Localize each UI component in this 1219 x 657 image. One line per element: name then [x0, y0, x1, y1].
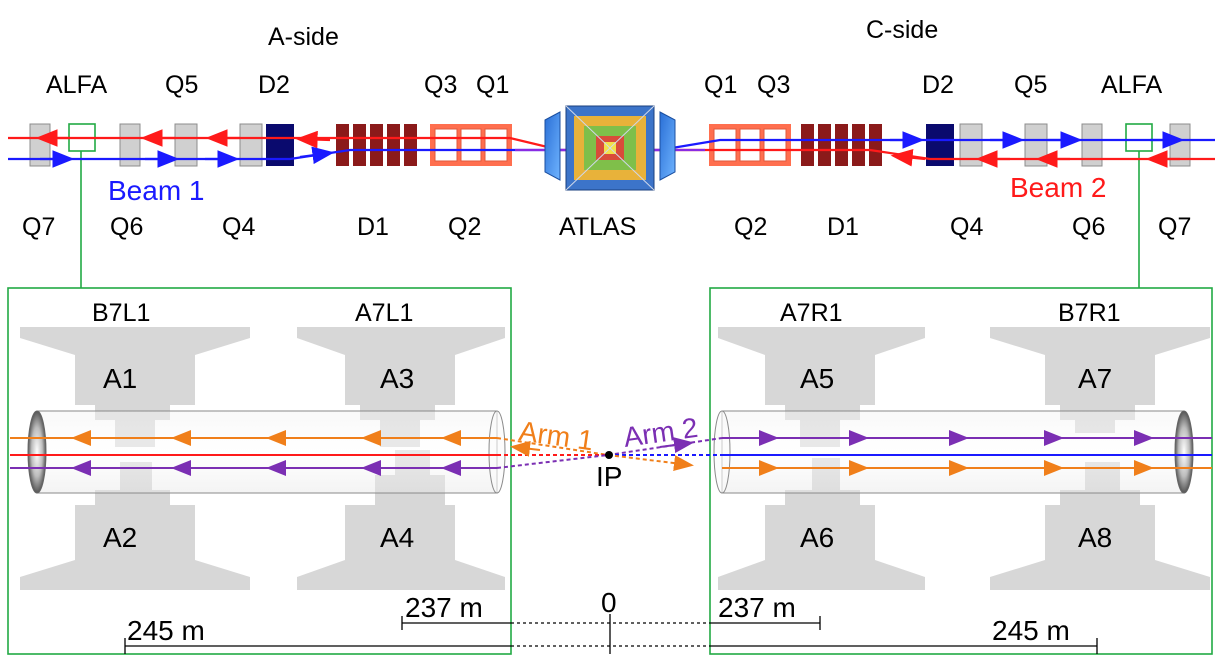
pot-a5-label: A5 — [800, 363, 834, 394]
pot-a2-label: A2 — [103, 522, 137, 553]
label-q3-left: Q3 — [424, 71, 457, 99]
distance-right-outer: 245 m — [992, 615, 1070, 646]
c-side-title: C-side — [866, 16, 938, 44]
label-q4-left: Q4 — [222, 213, 255, 241]
label-q4-right: Q4 — [950, 213, 983, 241]
arm1-label: Arm 1 — [517, 415, 595, 456]
pot-a1-label: A1 — [103, 363, 137, 394]
magnet-q5-left — [174, 123, 198, 167]
label-d2-left: D2 — [258, 71, 290, 99]
detail-box-right — [709, 287, 1213, 655]
label-q2-right: Q2 — [734, 213, 767, 241]
label-alfa-left: ALFA — [46, 71, 107, 99]
arm2-label: Arm 2 — [622, 412, 700, 453]
beam2-label: Beam 2 — [1010, 172, 1107, 203]
distance-left-inner: 237 m — [405, 592, 483, 623]
magnet-d1-right — [801, 124, 882, 166]
label-atlas: ATLAS — [559, 213, 636, 241]
station-b7r1: B7R1 — [1058, 299, 1121, 327]
ip-label: IP — [596, 461, 622, 492]
roman-pots-left — [20, 327, 505, 590]
magnet-triplet-right — [709, 124, 791, 166]
label-q1-left: Q1 — [476, 71, 509, 99]
label-q3-right: Q3 — [757, 71, 790, 99]
magnet-triplet-left — [430, 124, 512, 166]
station-b7l1: B7L1 — [92, 299, 150, 327]
detail-trajectories — [10, 430, 1212, 476]
station-a7l1: A7L1 — [355, 299, 413, 327]
magnet-q6-left — [119, 123, 141, 167]
pot-a6-label: A6 — [800, 522, 834, 553]
label-alfa-right: ALFA — [1101, 71, 1162, 99]
distance-scale — [124, 614, 1098, 654]
a-side-title: A-side — [268, 23, 339, 51]
distance-right-inner: 237 m — [718, 592, 796, 623]
label-q6-left: Q6 — [110, 213, 143, 241]
label-d1-right: D1 — [827, 213, 859, 241]
pot-a4-label: A4 — [380, 522, 414, 553]
label-q2-left: Q2 — [448, 213, 481, 241]
beam-pipe-left — [27, 410, 506, 494]
label-d2-right: D2 — [922, 71, 954, 99]
label-q5-right: Q5 — [1014, 71, 1047, 99]
label-q7-right: Q7 — [1158, 213, 1191, 241]
station-a7r1: A7R1 — [780, 299, 843, 327]
distance-left-outer: 245 m — [127, 615, 205, 646]
label-q1-right: Q1 — [704, 71, 737, 99]
label-q6-right: Q6 — [1072, 213, 1105, 241]
magnet-q4-left — [239, 123, 263, 167]
roman-pots-right — [718, 327, 1210, 590]
beam1-label: Beam 1 — [108, 175, 205, 206]
beam-pipe-right — [713, 410, 1194, 494]
magnet-d1-left — [336, 124, 417, 166]
pot-a7-label: A7 — [1078, 363, 1112, 394]
detail-box-left — [7, 287, 512, 655]
label-q7-left: Q7 — [22, 213, 55, 241]
label-d1-left: D1 — [357, 213, 389, 241]
pot-a8-label: A8 — [1078, 522, 1112, 553]
pot-a3-label: A3 — [380, 363, 414, 394]
distance-zero: 0 — [601, 587, 617, 618]
label-q5-left: Q5 — [165, 71, 198, 99]
alfa-marker-right — [1125, 123, 1153, 152]
atlas-detector-icon — [544, 105, 676, 191]
